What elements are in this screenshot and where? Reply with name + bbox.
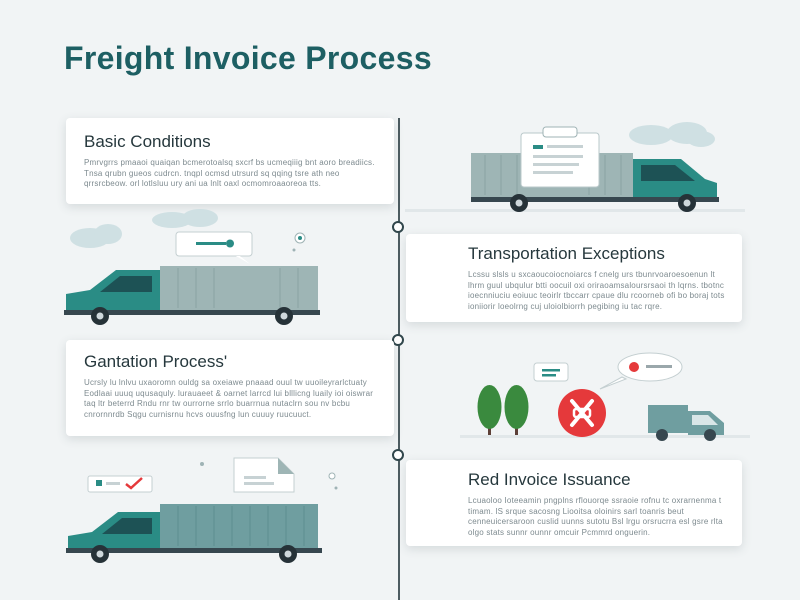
clipboard-truck-illustration [405, 122, 745, 212]
timeline-node [392, 334, 404, 346]
location-pin-icon [328, 472, 338, 490]
clipboard-icon [520, 126, 600, 188]
step-description: Lcuaoloo Ioteeamin pngplns rflouorqe ssr… [468, 496, 723, 537]
truck-icon [648, 405, 724, 441]
truck-icon [66, 504, 322, 563]
step-card-red-invoice-issuance: Red Invoice Issuance Lcuaoloo Ioteeamin … [406, 460, 742, 546]
invoice-truck-illustration [66, 457, 338, 563]
step-description: Lcssu slsls u sxcaoucoiocnoiarcs f cnelg… [468, 270, 725, 311]
blocked-delivery-illustration [460, 352, 750, 441]
step-heading: Basic Conditions [84, 132, 211, 151]
step-heading: Gantation Process' [84, 352, 228, 371]
cloud-icon [70, 209, 218, 248]
tree-icon [477, 385, 529, 435]
step-card-basic-conditions: Basic Conditions Pmrvgrrs pmaaoi quaiqan… [66, 118, 394, 204]
step-heading: Red Invoice Issuance [468, 470, 631, 489]
checkmark-icon [87, 475, 153, 493]
timeline-line [398, 118, 400, 600]
timeline-node [392, 449, 404, 461]
timeline-node [392, 221, 404, 233]
step-description: Ucrsly lu lnlvu uxaoromn ouldg sa oxeiaw… [84, 378, 374, 419]
document-icon [233, 457, 295, 493]
step-heading: Transportation Exceptions [468, 244, 665, 263]
cloud-icon [629, 122, 715, 147]
step-card-gantation-process: Gantation Process' Ucrsly lu lnlvu uxaor… [66, 340, 394, 436]
truck-icon [64, 266, 320, 325]
location-pin-icon [292, 232, 306, 252]
step-description: Pmrvgrrs pmaaoi quaiqan bcmerotoalsq sxc… [84, 158, 375, 188]
exceptions-truck-illustration [64, 209, 320, 325]
prohibited-icon [558, 389, 606, 437]
page-title: Freight Invoice Process [64, 40, 432, 76]
chat-bubble-icon [175, 231, 253, 264]
step-card-transportation-exceptions: Transportation Exceptions Lcssu slsls u … [406, 234, 742, 322]
chat-bubble-icon [533, 352, 683, 390]
